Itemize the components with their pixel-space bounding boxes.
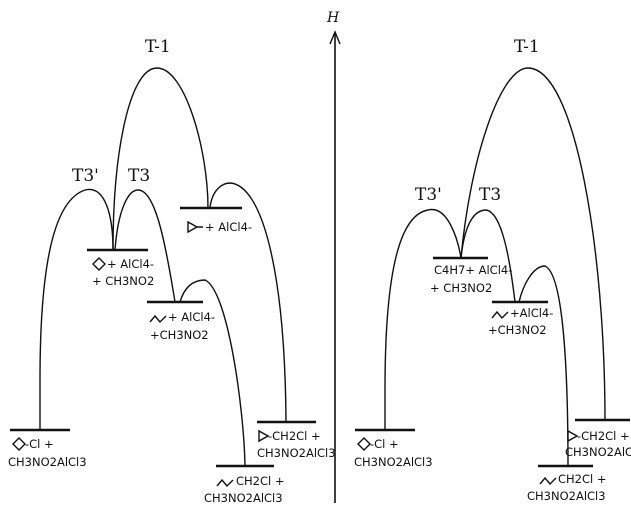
left-curve-allyl-to-allylcl xyxy=(179,279,246,467)
enthalpy-axis: H xyxy=(326,10,341,503)
left-cyclobutyl-chloride-line1: -Cl + xyxy=(25,437,54,451)
cyclopropyl-ring-icon xyxy=(258,429,270,443)
right-allyl-cation-partner: +CH3NO2 xyxy=(488,323,547,337)
right-cpc-chloride-line1: -CH2Cl + xyxy=(577,429,630,443)
right-curve-ts-minus1 xyxy=(460,67,606,421)
right-cpc-chloride-line2: CH3NO2AlCl3 xyxy=(565,445,631,459)
cyclobutyl-ring-icon xyxy=(357,437,371,451)
left-curve-ts3 xyxy=(114,189,176,303)
left-cpc-cation-ion: + AlCl4- xyxy=(205,220,252,234)
left-cpc-chloride-line1: -CH2Cl + xyxy=(268,429,321,443)
left-curve-cpc-to-cpcl xyxy=(209,182,287,423)
cyclopropyl-ring-icon xyxy=(567,429,579,443)
left-cyclobutyl-cation-ion: + AlCl4- xyxy=(107,257,154,271)
right-cyclobutyl-chloride-line2: CH3NO2AlCl3 xyxy=(354,455,433,469)
left-cyclobutyl-cation-partner: + CH3NO2 xyxy=(92,274,154,288)
left-ts3prime-label: T3' xyxy=(72,166,99,186)
left-allyl-cation-ion: + AlCl4- xyxy=(168,310,215,324)
right-ts-minus1-label: T-1 xyxy=(514,37,540,57)
left-panel: T-1 T3' T3 + AlCl4- + CH3NO2 + AlCl4- + … xyxy=(8,37,336,505)
axis-arrow-icon xyxy=(329,30,341,45)
right-curve-cyclobutyl-to-ts3prime xyxy=(384,209,462,430)
right-curve-ts3 xyxy=(460,209,516,303)
right-allyl-cation-ion: +AlCl4- xyxy=(510,306,553,320)
left-curve-cyclobutyl-to-ts3prime xyxy=(39,188,114,430)
left-allyl-chloride-line2: CH3NO2AlCl3 xyxy=(204,491,283,505)
left-ts3-label: T3 xyxy=(128,166,150,186)
allylcarbinyl-chain-icon xyxy=(149,314,167,324)
cyclobutyl-ring-icon xyxy=(92,257,106,271)
left-ts-minus1-label: T-1 xyxy=(145,37,171,57)
right-ts3prime-label: T3' xyxy=(415,185,442,205)
axis-label: H xyxy=(326,10,340,26)
right-c4h7-cation-ion: C4H7+ AlCl4- xyxy=(434,263,512,277)
cyclobutyl-ring-icon xyxy=(12,437,26,451)
right-curve-allyl-to-allylcl xyxy=(518,265,569,467)
right-allyl-chloride-line2: CH3NO2AlCl3 xyxy=(527,489,606,503)
right-ts3-label: T3 xyxy=(479,185,501,205)
right-allyl-chloride-line1: CH2Cl + xyxy=(558,472,607,486)
left-allyl-chloride-line1: CH2Cl + xyxy=(236,474,285,488)
allylcarbinyl-chain-icon xyxy=(216,478,234,488)
right-panel: T-1 T3' T3 C4H7+ AlCl4- + CH3NO2 +AlCl4-… xyxy=(354,37,631,503)
allylcarbinyl-chain-icon xyxy=(491,310,509,320)
allylcarbinyl-chain-icon xyxy=(539,476,557,486)
left-curve-ts-minus1 xyxy=(112,67,209,251)
left-cpc-chloride-line2: CH3NO2AlCl3 xyxy=(257,446,336,460)
right-c4h7-cation-partner: + CH3NO2 xyxy=(430,281,492,295)
cyclopropylcarbinyl-icon xyxy=(187,220,203,234)
left-cyclobutyl-chloride-line2: CH3NO2AlCl3 xyxy=(8,455,87,469)
left-allyl-cation-partner: +CH3NO2 xyxy=(150,328,209,342)
right-cyclobutyl-chloride-line1: -Cl + xyxy=(370,437,399,451)
